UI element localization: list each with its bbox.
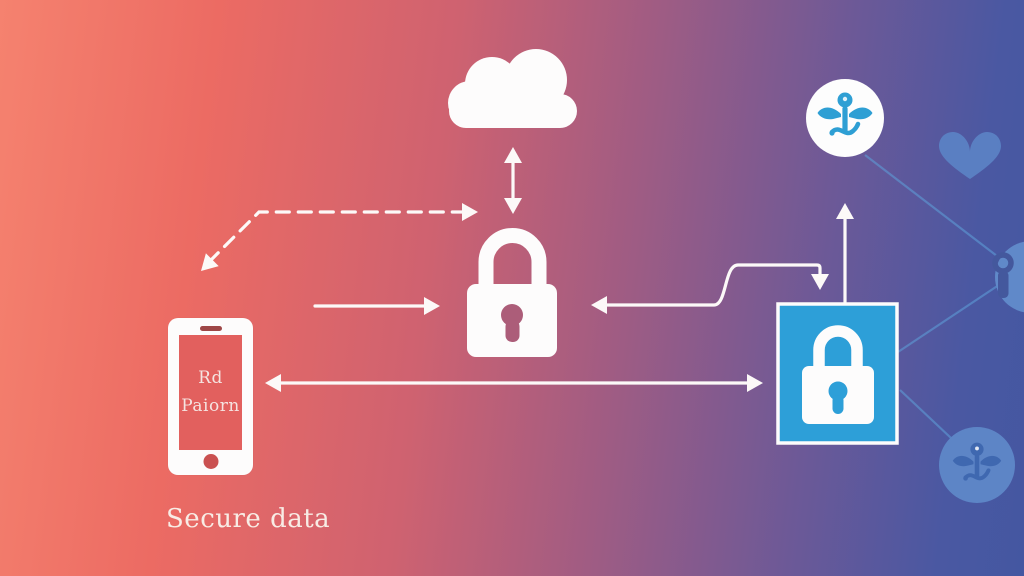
network-line: [899, 389, 952, 439]
keyhole-icon: [992, 252, 1014, 298]
diagram-caption: Secure data: [166, 504, 331, 534]
arrowhead-right: [424, 297, 440, 315]
arrowhead-down: [811, 274, 829, 290]
network-line: [864, 154, 998, 257]
padlock-icon: [802, 325, 874, 424]
arrowhead-right: [462, 203, 478, 221]
smartphone: Rd Paiorn: [168, 318, 253, 475]
arrowhead-up: [836, 203, 854, 219]
phone-screen-text-line2: Paiorn: [181, 395, 240, 416]
arrowhead-up: [504, 147, 522, 163]
arrowhead-right: [747, 374, 763, 392]
keyhole: [501, 304, 523, 326]
keyhole-stem: [505, 320, 520, 342]
dashed-sync-arrow: [207, 210, 468, 264]
arrowhead-left: [591, 296, 607, 314]
arrowhead-down: [504, 198, 522, 214]
arrowhead-left: [265, 374, 281, 392]
profile-node: [992, 241, 1024, 313]
padlock-icon: [467, 228, 557, 357]
cloud-icon: [448, 49, 577, 128]
phone-speaker: [199, 326, 222, 331]
health-badge: [806, 79, 884, 157]
health-node: [939, 427, 1015, 503]
phone-screen: Rd Paiorn: [179, 335, 242, 450]
keyhole: [828, 381, 848, 401]
secure-vault: [776, 302, 899, 445]
vault-lock-connector: [603, 263, 822, 307]
phone-screen-text-line1: Rd: [198, 368, 223, 389]
heart-icon: [939, 132, 1001, 179]
keyhole-stem: [832, 395, 844, 414]
flow-arrows: [201, 147, 854, 392]
phone-home-button: [203, 454, 218, 469]
arrowhead-downleft: [201, 253, 219, 271]
